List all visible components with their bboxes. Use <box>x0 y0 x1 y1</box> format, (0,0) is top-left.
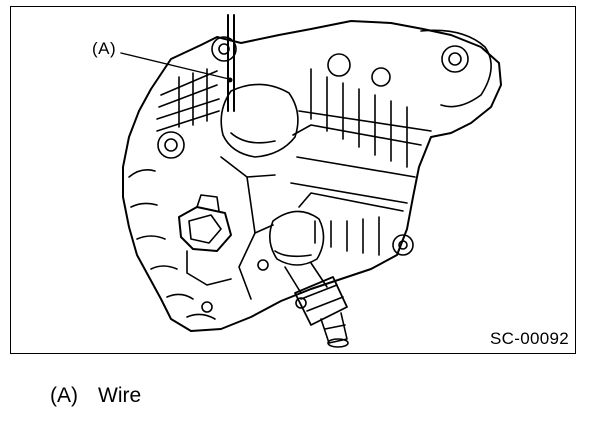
mounting-ears <box>157 29 492 256</box>
wire <box>227 14 235 112</box>
housing-ribs <box>290 68 432 256</box>
cooling-fins-left <box>156 68 220 132</box>
alternator-illustration <box>120 14 502 348</box>
output-stud <box>294 276 349 348</box>
connector-socket <box>178 194 232 286</box>
housing-outline <box>122 20 502 332</box>
terminal-cap <box>269 210 328 294</box>
housing-details <box>128 156 307 320</box>
legend-item: (A) Wire <box>50 384 141 408</box>
rotor-cap <box>220 83 299 158</box>
legend-key: (A) <box>50 384 78 407</box>
figure-code: SC-00092 <box>490 329 569 348</box>
legend-text: Wire <box>98 384 142 407</box>
callout-leader <box>120 52 233 83</box>
figure-frame: (A) SC-00092 <box>10 6 576 354</box>
callout-label-a: (A) <box>92 39 117 58</box>
